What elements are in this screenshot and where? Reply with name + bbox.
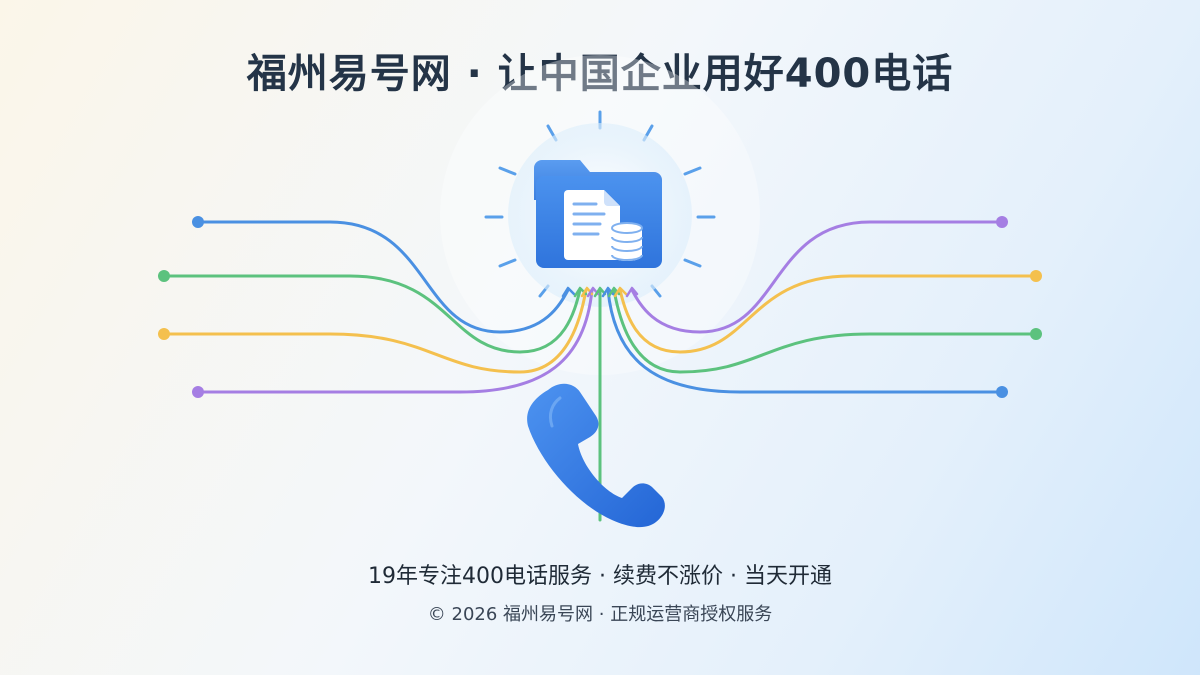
endpoint-dot xyxy=(996,216,1008,228)
arrow-icon xyxy=(613,286,628,298)
line-left-green xyxy=(162,274,582,354)
arrow-icon xyxy=(593,286,607,298)
ray xyxy=(498,166,517,176)
telephone-handset-icon xyxy=(527,383,665,528)
ray xyxy=(683,258,702,268)
endpoint-dot xyxy=(1030,270,1042,282)
ray xyxy=(498,258,517,268)
endpoint-dot xyxy=(1030,328,1042,340)
line-left-orange xyxy=(162,288,588,374)
connection-lines xyxy=(162,220,1038,522)
database-icon xyxy=(611,222,643,261)
endpoint-dot xyxy=(996,386,1008,398)
page-title: 福州易号网 · 让中国企业用好400电话 xyxy=(246,51,954,97)
ray xyxy=(683,166,702,176)
folder-document-database-icon xyxy=(534,160,662,268)
copyright-text: © 2026 福州易号网 · 正规运营商授权服务 xyxy=(427,604,773,625)
arrow-icon xyxy=(625,286,639,298)
endpoint-dot xyxy=(158,270,170,282)
endpoint-dot xyxy=(192,386,204,398)
line-left-blue xyxy=(196,220,570,334)
endpoint-dot xyxy=(192,216,204,228)
line-right-blue xyxy=(606,288,1004,394)
endpoint-dot xyxy=(158,328,170,340)
arrow-heads xyxy=(561,286,639,298)
endpoint-dots xyxy=(158,216,1042,398)
line-right-purple xyxy=(630,220,1004,334)
line-right-orange xyxy=(618,274,1038,354)
line-left-purple xyxy=(196,288,594,394)
service-tagline: 19年专注400电话服务 · 续费不涨价 · 当天开通 xyxy=(368,564,832,589)
arrow-icon xyxy=(561,286,576,298)
line-right-green xyxy=(612,288,1038,374)
